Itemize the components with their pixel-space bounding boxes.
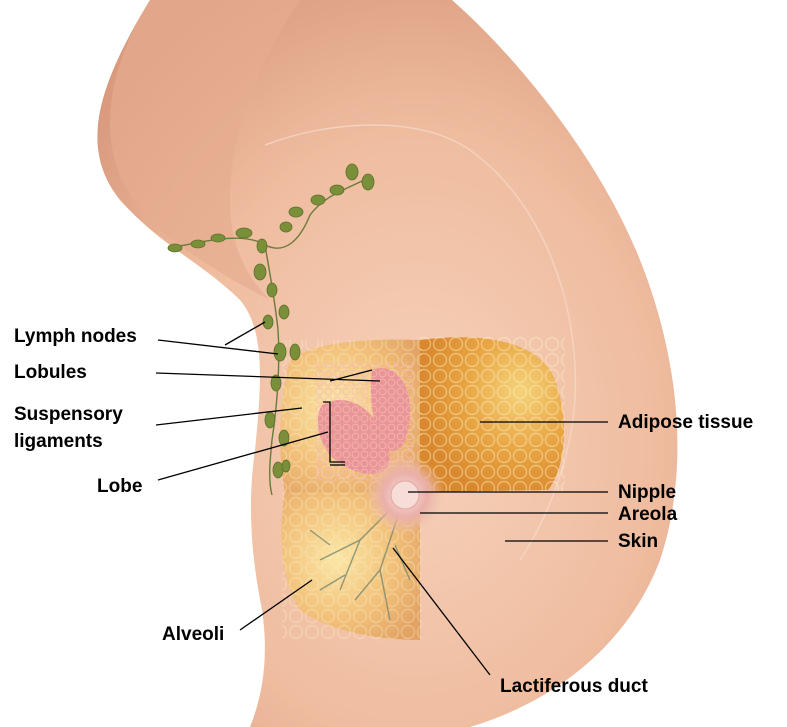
label-lactiferous-duct: Lactiferous duct <box>500 676 648 697</box>
adipose-cells-upper <box>420 335 565 492</box>
label-lobules: Lobules <box>14 362 87 383</box>
label-suspensory-line1: Suspensory <box>14 404 123 425</box>
label-alveoli: Alveoli <box>162 624 224 645</box>
label-areola: Areola <box>618 504 678 525</box>
label-nipple: Nipple <box>618 482 676 503</box>
label-lobe: Lobe <box>97 476 142 497</box>
label-lymph-nodes: Lymph nodes <box>14 326 137 347</box>
label-suspensory-line2: ligaments <box>14 431 103 452</box>
label-skin: Skin <box>618 531 658 552</box>
nipple <box>391 481 419 509</box>
label-adipose-tissue: Adipose tissue <box>618 412 753 433</box>
